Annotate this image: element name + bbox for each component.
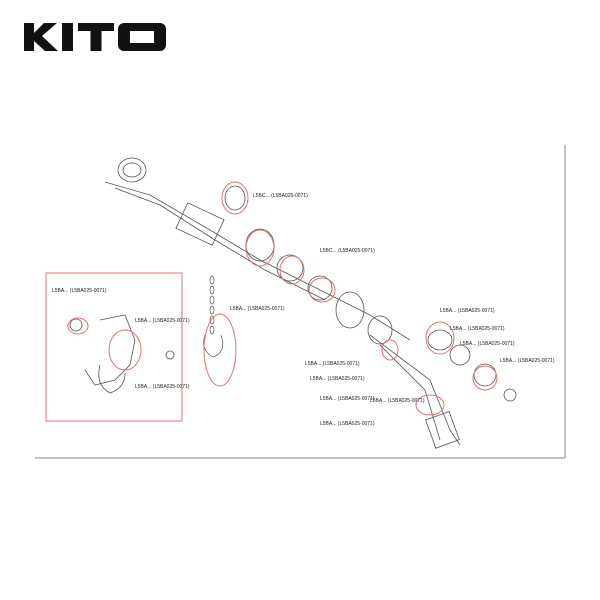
part-label: L5BA... (L5BA025-0071) (135, 318, 190, 324)
part-label: L5BC... (L5BA025-0071) (253, 193, 308, 199)
inset-box (45, 272, 183, 422)
inset-hook (69, 314, 175, 394)
kito-logo-mark (24, 23, 166, 51)
part-label: L5BA... (L5BA025-0071) (320, 421, 375, 427)
kito-logo (22, 20, 167, 54)
part-label: L5BA... (L5BA025-0071) (370, 398, 425, 404)
part-label: L5BA... (L5BA025-0071) (320, 396, 375, 402)
part-label: L5BA... (L5BA025-0071) (450, 326, 505, 332)
part-label: L5BA... (L5BA025-0071) (440, 308, 495, 314)
part-labels: L5BC... (L5BA025-0071) L5BC... (L5BA025-… (52, 193, 555, 427)
chain (203, 275, 224, 358)
part-label: L5BA... (L5BA025-0071) (310, 376, 365, 382)
parts-diagram: L5BC... (L5BA025-0071) L5BC... (L5BA025-… (30, 140, 570, 465)
part-label: L5BC... (L5BA025-0071) (320, 248, 375, 254)
part-label: L5BA... (L5BA025-0071) (305, 361, 360, 367)
highlight-marks (67, 181, 498, 416)
part-label: L5BA... (L5BA025-0071) (500, 358, 555, 364)
part-label: L5BA... (L5BA025-0071) (460, 341, 515, 347)
parts-diagram-canvas (35, 145, 566, 459)
part-label: L5BA... (L5BA025-0071) (135, 384, 190, 390)
part-label: L5BA... (L5BA025-0071) (52, 288, 107, 294)
part-label: L5BA... (L5BA025-0071) (230, 306, 285, 312)
